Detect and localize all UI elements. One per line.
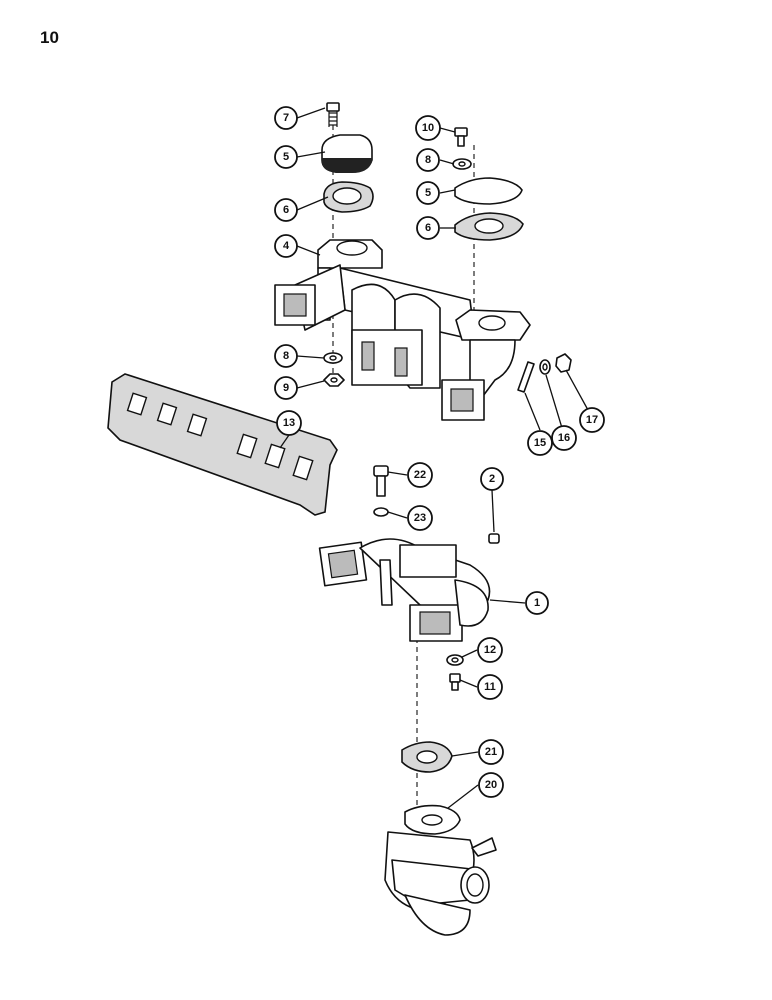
cover-plate-5-right [454,177,523,205]
callout-13: 13 [276,410,302,436]
callout-11: 11 [477,674,503,700]
svg-text:10: 10 [422,122,434,134]
stud-15 [517,361,535,393]
svg-text:2: 2 [489,473,495,485]
exhaust-manifold-1 [318,538,491,642]
svg-text:21: 21 [485,746,497,758]
plug-2 [488,533,500,544]
nut-17 [555,353,572,373]
svg-text:8: 8 [425,154,431,166]
cover-plate-5-left [321,134,373,173]
svg-text:5: 5 [283,151,289,163]
callout-1: 1 [525,591,549,615]
callout-10: 10 [415,115,441,141]
callout-8-right: 8 [416,148,440,172]
callout-5-right: 5 [416,181,440,205]
bolt-7 [326,102,340,127]
callout-12: 12 [477,637,503,663]
svg-text:20: 20 [485,779,497,791]
svg-text:8: 8 [283,350,289,362]
callout-15: 15 [527,430,553,456]
exhaust-gasket-13 [107,373,338,516]
callout-16: 16 [551,425,577,451]
svg-text:17: 17 [586,414,598,426]
page-number: 10 [40,28,59,47]
leader-lines [279,107,589,809]
callout-6-left: 6 [274,198,298,222]
gasket-6-right [454,212,524,241]
carburetor-20 [384,804,497,936]
svg-text:6: 6 [283,204,289,216]
svg-text:5: 5 [425,187,431,199]
callout-8-left: 8 [274,344,298,368]
svg-text:22: 22 [414,469,426,481]
nut-9 [323,373,345,387]
svg-text:23: 23 [414,512,426,524]
intake-manifold-4 [274,239,531,421]
svg-text:11: 11 [484,681,496,693]
gasket-6-left [323,181,374,213]
svg-text:9: 9 [283,382,289,394]
callout-7: 7 [274,106,298,130]
washer-16 [539,359,551,375]
svg-text:4: 4 [283,240,290,252]
svg-text:7: 7 [283,112,289,124]
callout-21: 21 [478,739,504,765]
callout-20: 20 [478,772,504,798]
callout-4: 4 [274,234,298,258]
svg-text:15: 15 [534,437,546,449]
callout-17: 17 [579,407,605,433]
callout-22: 22 [407,462,433,488]
svg-text:13: 13 [283,417,295,429]
washer-23 [373,507,389,517]
callout-6-right: 6 [416,216,440,240]
washer-8-right [452,158,472,170]
callout-23: 23 [407,505,433,531]
callout-9: 9 [274,376,298,400]
washer-8-left [323,352,343,364]
bolt-10 [454,127,468,147]
bolt-11 [449,673,461,691]
gasket-21 [401,741,453,773]
callout-2: 2 [480,467,504,491]
callout-5-left: 5 [274,145,298,169]
svg-text:1: 1 [534,597,540,609]
svg-text:16: 16 [558,432,570,444]
bolt-22 [373,465,389,497]
svg-text:6: 6 [425,222,431,234]
washer-12 [446,654,464,666]
svg-text:12: 12 [484,644,496,656]
